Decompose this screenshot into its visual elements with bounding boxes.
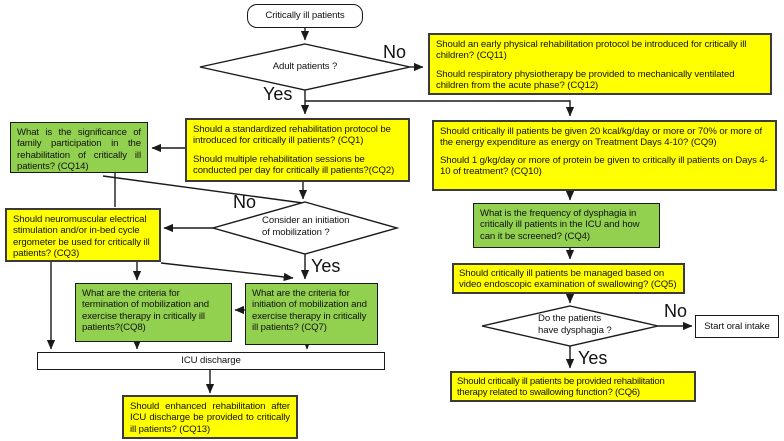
swallowing-cq-box: Should critically ill patients be provid… (450, 371, 696, 402)
mobilization-decision-line1: Consider an initiation (262, 215, 350, 226)
dysphagia-decision-line1: Do the patients (538, 313, 602, 324)
protocol-cq-box: Should a standardized rehabilitation pro… (185, 118, 410, 182)
dysphagia-freq-cq-box: What is the frequency of dysphagia in cr… (473, 203, 660, 248)
yes-label-dysphagia: Yes (578, 348, 608, 368)
yes-label-adult: Yes (263, 84, 293, 104)
start-node: Critically ill patients (247, 4, 363, 28)
cq9-text: Should critically ill patients be given … (440, 126, 763, 149)
cq10-text: Should 1 g/kg/day or more of protein be … (440, 155, 768, 178)
start-oral-intake-box: Start oral intake (695, 315, 779, 338)
dysphagia-decision-line2: have dysphagia ? (538, 324, 612, 336)
yes-label-mobilization: Yes (311, 256, 341, 276)
stimulation-cq-box: Should neuromuscular electrical stimulat… (5, 208, 161, 262)
adult-decision-label: Adult patients ? (272, 61, 338, 72)
cq2-text: Should multiple rehabilitation sessions … (193, 153, 395, 176)
no-label-dysphagia: No (664, 301, 688, 321)
termination-cq-box: What are the criteria for termination of… (75, 283, 232, 342)
arrow-yes-to-energy (305, 100, 575, 117)
post-icu-cq-box: Should enhanced rehabilitation after ICU… (122, 395, 298, 439)
endoscopic-cq-box: Should critically ill patients be manage… (452, 263, 685, 294)
mobilization-decision-label: Consider an initiation of mobilization ? (262, 215, 350, 239)
line-family-to-mobilization (102, 175, 304, 204)
initiation-cq-box: What are the criteria for initiation of … (245, 283, 378, 345)
mobilization-decision-diamond (210, 201, 400, 255)
no-label-mobilization: No (233, 192, 257, 212)
arrow-stimulation-to-initiation (160, 262, 294, 282)
icu-discharge-bar: ICU discharge (37, 352, 385, 370)
dysphagia-decision-label: Do the patients have dysphagia ? (538, 313, 612, 337)
energy-cq-box: Should critically ill patients be given … (432, 120, 777, 191)
cq12-text: Should respiratory physiotherapy be prov… (436, 68, 735, 91)
mobilization-decision-line2: of mobilization ? (262, 226, 330, 238)
adult-decision-diamond (199, 43, 411, 91)
children-cq-box: Should an early physical rehabilitation … (428, 33, 772, 95)
no-label-adult: No (383, 42, 407, 62)
cq11-text: Should an early physical rehabilitation … (436, 39, 747, 62)
cq1-text: Should a standardized rehabilitation pro… (193, 124, 391, 147)
family-cq-box: What is the significance of family parti… (10, 122, 148, 173)
dysphagia-decision-diamond (481, 305, 659, 347)
